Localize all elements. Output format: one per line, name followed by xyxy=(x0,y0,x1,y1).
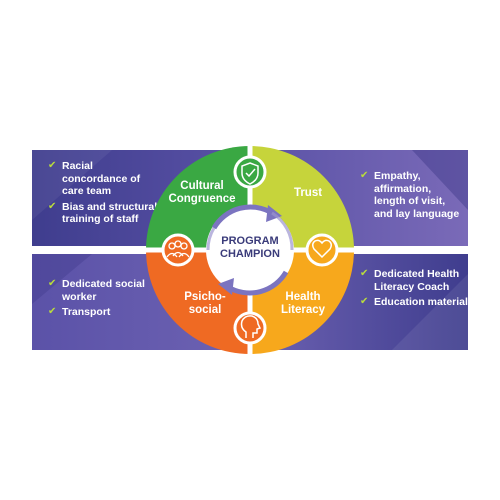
shield-check-icon xyxy=(233,155,267,189)
list-item: ✔Racial concordance of care team xyxy=(48,160,141,197)
quadrant-label-trust: Trust xyxy=(293,187,323,199)
list-item: ✔Dedicated Health Literacy Coach xyxy=(360,268,460,293)
list-item: ✔Bias and structural training of staff xyxy=(48,200,158,226)
cycle-arrows-icon xyxy=(206,204,294,296)
program-champion-label: PROGRAM CHAMPION xyxy=(220,235,280,260)
head-profile-icon xyxy=(233,311,267,345)
center-circle xyxy=(206,206,294,294)
list-item: ✔Empathy, affirmation, length of visit, … xyxy=(360,170,460,220)
check-icon: ✔ xyxy=(360,268,369,279)
quadrant-label-health-literacy: Health Literacy xyxy=(280,291,326,316)
list-item: ✔Education material xyxy=(360,296,468,308)
people-group-icon xyxy=(161,233,195,267)
panel-bottom-left: ✔Dedicated social worker ✔Transport xyxy=(48,278,158,322)
check-icon: ✔ xyxy=(48,306,57,317)
check-icon: ✔ xyxy=(48,278,57,289)
panel-bottom-right: ✔Dedicated Health Literacy Coach ✔Educat… xyxy=(360,268,468,312)
list-item: ✔Dedicated social worker xyxy=(48,278,145,303)
check-icon: ✔ xyxy=(48,200,57,212)
quadrant-label-cultural: Cultural Congruence xyxy=(168,180,236,205)
heart-hand-icon xyxy=(305,233,339,267)
check-icon: ✔ xyxy=(48,160,57,171)
check-icon: ✔ xyxy=(360,170,369,181)
list-item: ✔Transport xyxy=(48,306,111,318)
check-icon: ✔ xyxy=(360,296,369,307)
panel-top-left: ✔Racial concordance of care team ✔Bias a… xyxy=(48,160,158,229)
panel-top-right: ✔Empathy, affirmation, length of visit, … xyxy=(360,170,460,223)
quadrant-label-psychosocial: Psicho- social xyxy=(184,291,226,316)
